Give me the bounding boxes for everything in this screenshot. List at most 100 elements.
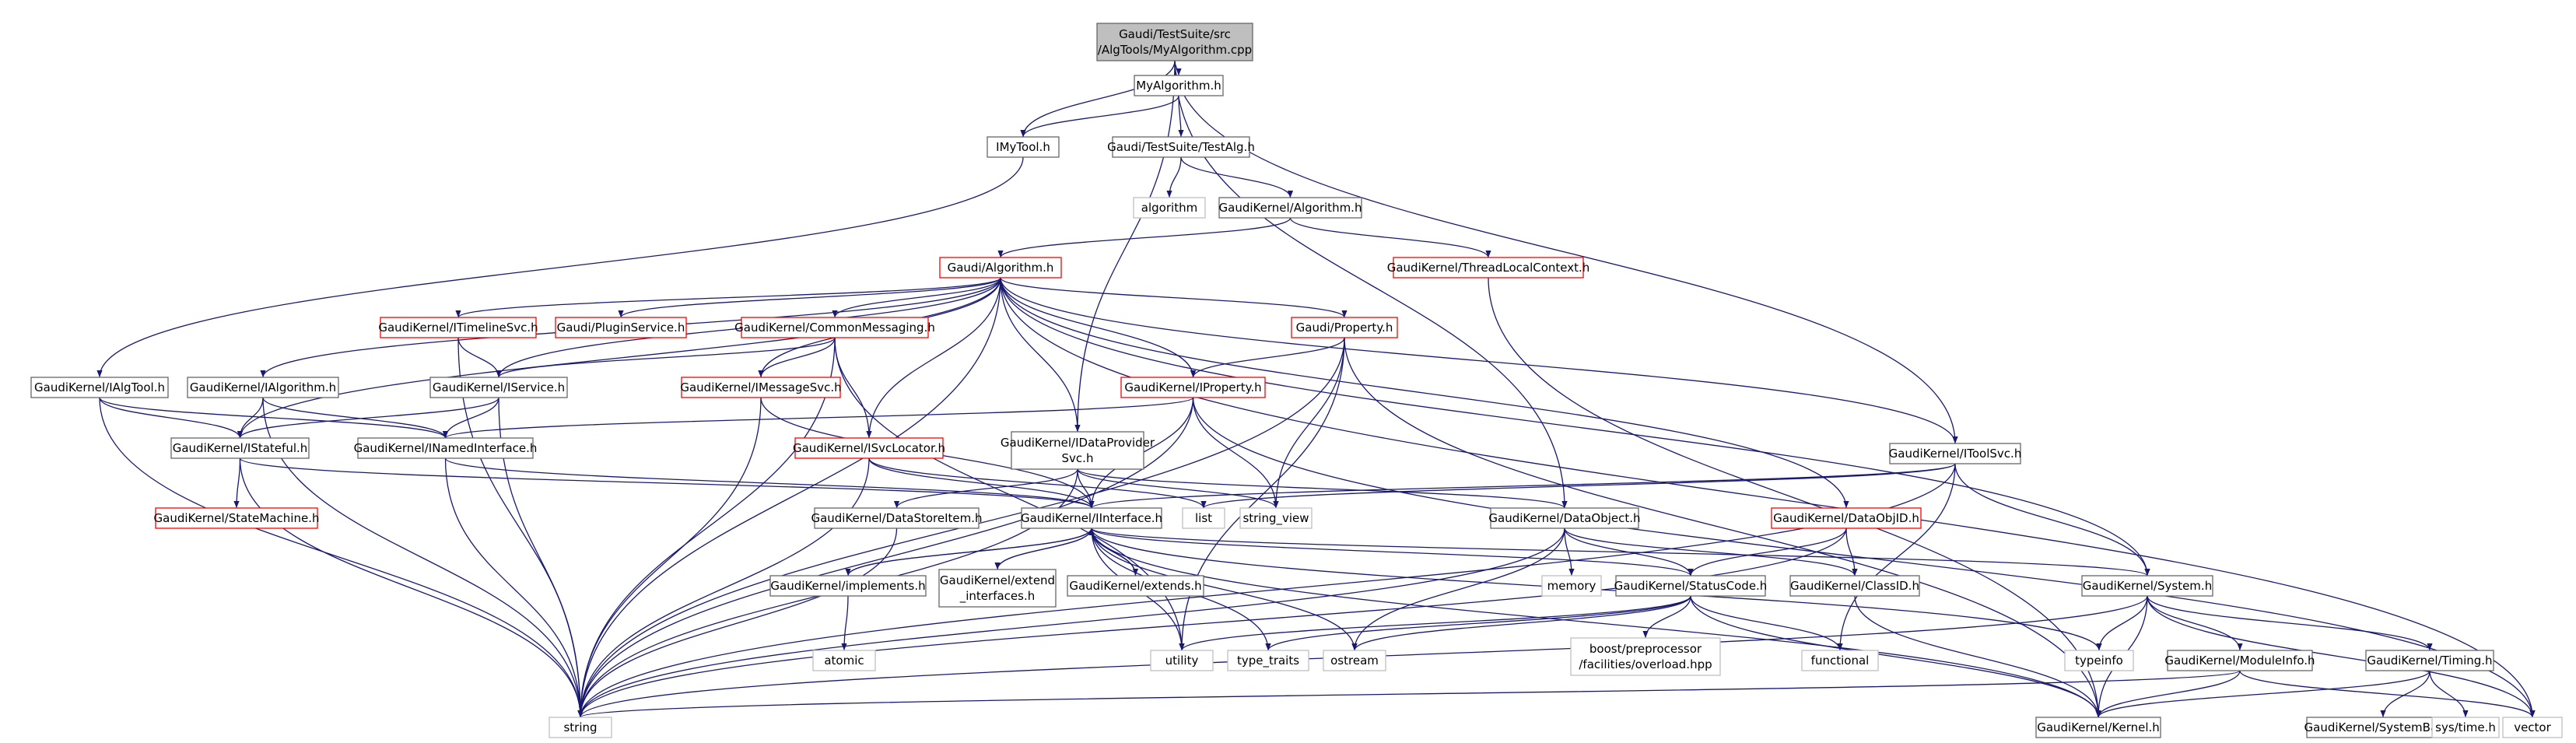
node-pluginservice-h[interactable]: Gaudi/PluginService.h [555, 317, 687, 338]
node-implements-h[interactable]: GaudiKernel/implements.h [769, 575, 927, 597]
node-myalgorithm-h[interactable]: MyAlgorithm.h [1134, 75, 1224, 96]
node-testalg-h[interactable]: Gaudi/TestSuite/TestAlg.h [1107, 136, 1255, 158]
node-imytool-h[interactable]: IMyTool.h [987, 136, 1060, 158]
edge-itoolsvc-h-to-iinterface-h [1088, 463, 1956, 509]
edge-classid-h-to-kernel-h [1854, 595, 2101, 718]
node-box [1021, 507, 1162, 529]
node-isvclocator-h[interactable]: GaudiKernel/ISvcLocator.h [793, 437, 945, 459]
node-label: GaudiKernel/IInterface.h [1021, 511, 1162, 525]
node-box [1490, 507, 1639, 529]
edge-extends-h-to-iinterface-h [1088, 527, 1137, 577]
edge-gaudi-algorithm-h-to-string-std [577, 277, 1001, 718]
node-commonmessaging-h[interactable]: GaudiKernel/CommonMessaging.h [734, 317, 935, 338]
node-dataobject-h[interactable]: GaudiKernel/DataObject.h [1488, 507, 1641, 529]
node-label: Gaudi/PluginService.h [557, 321, 685, 335]
node-kernel-h[interactable]: GaudiKernel/Kernel.h [2035, 717, 2161, 738]
node-typeinfo-std: typeinfo [2064, 650, 2134, 671]
edge-gaudi-property-h-to-string-view-std [1273, 337, 1345, 509]
node-label: MyAlgorithm.h [1136, 79, 1221, 93]
node-classid-h[interactable]: GaudiKernel/ClassID.h [1789, 575, 1920, 597]
edge-moduleinfo-h-to-vector-std [2239, 670, 2536, 718]
edge-iinterface-h-to-kernel-h [1091, 527, 2101, 718]
node-string-view-std: string_view [1239, 507, 1313, 529]
node-label: _interfaces.h [959, 589, 1036, 604]
node-box [1615, 575, 1766, 597]
edge-gaudi-algorithm-h-to-pluginservice-h [618, 277, 1001, 318]
node-label: GaudiKernel/IAlgTool.h [34, 380, 165, 394]
edge-testalg-h-to-gk-algorithm-h [1180, 156, 1294, 198]
node-label: ostream [1330, 654, 1379, 668]
node-dataobjid-h[interactable]: GaudiKernel/DataObjID.h [1771, 507, 1922, 529]
node-extend-interfaces-h[interactable]: GaudiKernel/extend_interfaces.h [938, 569, 1057, 608]
edge-timing-h-to-sys-time-h [2429, 670, 2469, 718]
edge-gaudi-algorithm-h-to-vector-std [1000, 277, 2536, 718]
node-box [1789, 575, 1920, 597]
node-label: typeinfo [2075, 654, 2123, 668]
edge-itoolsvc-h-to-system-h [1954, 463, 2150, 577]
node-box [1120, 377, 1266, 398]
node-box [2081, 575, 2213, 597]
edge-gaudi-algorithm-h-to-itimelinesvc-h [455, 277, 1001, 318]
edge-isvclocator-h-to-iinterface-h [868, 457, 1095, 509]
node-gaudi-algorithm-h[interactable]: Gaudi/Algorithm.h [939, 257, 1062, 279]
node-string-std: string [548, 717, 612, 738]
node-box [939, 257, 1062, 279]
node-box [1393, 257, 1584, 279]
node-timing-h[interactable]: GaudiKernel/Timing.h [2365, 650, 2494, 671]
node-label: Gaudi/Property.h [1296, 321, 1393, 335]
edge-gaudi-algorithm-h-to-istateful-h [237, 277, 1001, 439]
node-gaudi-property-h[interactable]: Gaudi/Property.h [1291, 317, 1398, 338]
edge-gaudi-algorithm-h-to-system-h [1000, 277, 2150, 577]
node-box [429, 377, 568, 398]
edge-istateful-h-to-iinterface-h [239, 457, 1095, 509]
edge-gaudi-property-h-to-iproperty-h [1190, 337, 1345, 378]
node-iinterface-h[interactable]: GaudiKernel/IInterface.h [1021, 507, 1162, 529]
node-ialgtool-h[interactable]: GaudiKernel/IAlgTool.h [30, 377, 169, 398]
node-moduleinfo-h[interactable]: GaudiKernel/ModuleInfo.h [2164, 650, 2315, 671]
edge-myalgorithm-h-to-imytool-h [1020, 95, 1179, 138]
node-statuscode-h[interactable]: GaudiKernel/StatusCode.h [1614, 575, 1768, 597]
edge-statuscode-h-to-kernel-h [1690, 595, 2101, 718]
node-label: Gaudi/TestSuite/src [1119, 27, 1231, 41]
edge-gaudi-algorithm-h-to-isvclocator-h [866, 277, 1001, 439]
node-inamedinterface-h[interactable]: GaudiKernel/INamedInterface.h [354, 437, 538, 459]
node-datastoreitem-h[interactable]: GaudiKernel/DataStoreItem.h [811, 507, 983, 529]
edge-dataobjid-h-to-statuscode-h [1688, 527, 1847, 577]
node-root[interactable]: Gaudi/TestSuite/src/AlgTools/MyAlgorithm… [1096, 23, 1253, 61]
node-threadlocalcontext-h[interactable]: GaudiKernel/ThreadLocalContext.h [1387, 257, 1590, 279]
edge-commonmessaging-h-to-iservice-h [496, 337, 836, 378]
node-gk-algorithm-h[interactable]: GaudiKernel/Algorithm.h [1218, 197, 1362, 219]
node-istateful-h[interactable]: GaudiKernel/IStateful.h [170, 437, 310, 459]
edge-statuscode-h-to-type-traits-std [1265, 595, 1691, 651]
edge-root-to-dataobject-h [1174, 60, 1568, 509]
node-box [794, 437, 944, 459]
node-box [1134, 75, 1224, 96]
edge-inamedinterface-h-to-string-std [444, 457, 584, 718]
node-label: GaudiKernel/Kernel.h [2037, 720, 2160, 734]
node-label: GaudiKernel/ITimelineSvc.h [378, 321, 538, 335]
node-label: GaudiKernel/DataStoreItem.h [811, 511, 982, 525]
edge-itoolsvc-h-to-functional-std [1837, 463, 1956, 651]
node-label: /facilities/overload.hpp [1579, 657, 1712, 671]
edge-implements-h-to-atomic-std [841, 595, 849, 651]
edge-dataobject-h-to-statuscode-h [1564, 527, 1694, 577]
node-ialgorithm-h[interactable]: GaudiKernel/IAlgorithm.h [187, 377, 339, 398]
node-label: functional [1811, 654, 1870, 668]
node-itoolsvc-h[interactable]: GaudiKernel/IToolSvc.h [1889, 443, 2022, 464]
file-nodes: Gaudi/TestSuite/src/AlgTools/MyAlgorithm… [30, 23, 2563, 738]
node-iproperty-h[interactable]: GaudiKernel/IProperty.h [1120, 377, 1266, 398]
node-system-h[interactable]: GaudiKernel/System.h [2081, 575, 2213, 597]
edge-gaudi-property-h-to-kernel-h [1344, 337, 2101, 718]
node-extends-h[interactable]: GaudiKernel/extends.h [1067, 575, 1204, 597]
node-imessagesvc-h[interactable]: GaudiKernel/IMessageSvc.h [680, 377, 842, 398]
node-itimelinesvc-h[interactable]: GaudiKernel/ITimelineSvc.h [378, 317, 538, 338]
node-label: GaudiKernel/IProperty.h [1124, 380, 1261, 394]
node-label: GaudiKernel/ModuleInfo.h [2164, 654, 2315, 668]
node-iservice-h[interactable]: GaudiKernel/IService.h [429, 377, 568, 398]
node-box [681, 377, 841, 398]
edge-threadlocalcontext-h-to-kernel-h [1488, 277, 2101, 718]
node-box [1067, 575, 1204, 597]
node-statemachine-h[interactable]: GaudiKernel/StateMachine.h [154, 507, 320, 529]
node-vector-std: vector [2502, 717, 2563, 738]
